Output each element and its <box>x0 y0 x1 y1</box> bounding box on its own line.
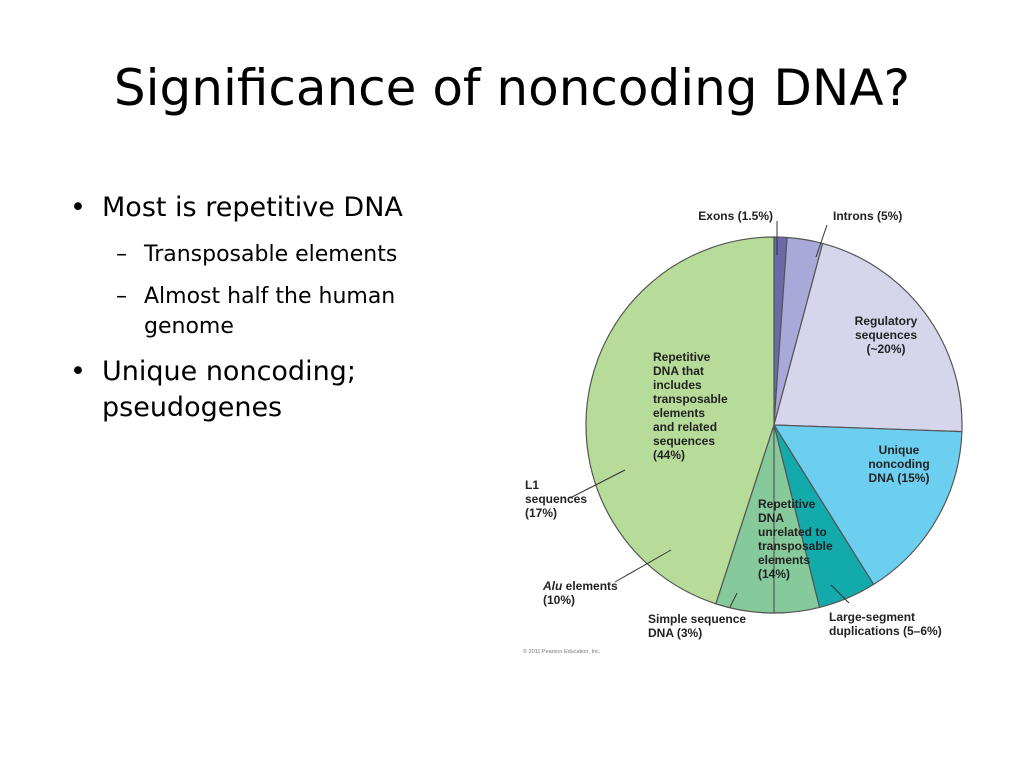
sub-bullet-half-genome: – Almost half the human genome <box>60 282 480 342</box>
bullet-text: Unique noncoding; pseudogenes <box>102 356 356 423</box>
leader-large-segment <box>830 584 850 604</box>
copyright-text: © 2011 Pearson Education, Inc. <box>523 648 601 655</box>
bullet-unique: • Unique noncoding; pseudogenes <box>60 354 480 426</box>
bullet-dot: • <box>70 356 86 387</box>
sub-bullet-text: Transposable elements <box>144 242 398 267</box>
slide-title: Significance of noncoding DNA? <box>113 59 911 117</box>
sub-dash: – <box>116 284 127 309</box>
label-exons: Exons (1.5%) <box>698 209 773 223</box>
bullet-dot: • <box>70 192 86 223</box>
wedge-regulatory <box>773 242 963 433</box>
wedge-repetitive-transposable <box>585 236 775 605</box>
label-introns: Introns (5%) <box>833 209 902 223</box>
label-alu: Alu elements(10%) <box>542 579 618 607</box>
wedge-simple-sequence <box>715 424 775 614</box>
bullet-list: • Most is repetitive DNA – Transposable … <box>60 190 480 440</box>
sub-bullet-transposable: – Transposable elements <box>60 240 480 270</box>
wedge-unique <box>772 424 963 586</box>
leader-introns <box>815 224 828 258</box>
leader-simple-sequence <box>729 592 738 608</box>
sub-bullet-text: Almost half the human genome <box>144 284 396 339</box>
bullet-text: Most is repetitive DNA <box>102 192 403 223</box>
sub-dash: – <box>116 242 127 267</box>
bullet-repetitive: • Most is repetitive DNA <box>60 190 480 226</box>
leader-alu <box>614 549 672 583</box>
leader-l1 <box>569 469 626 499</box>
